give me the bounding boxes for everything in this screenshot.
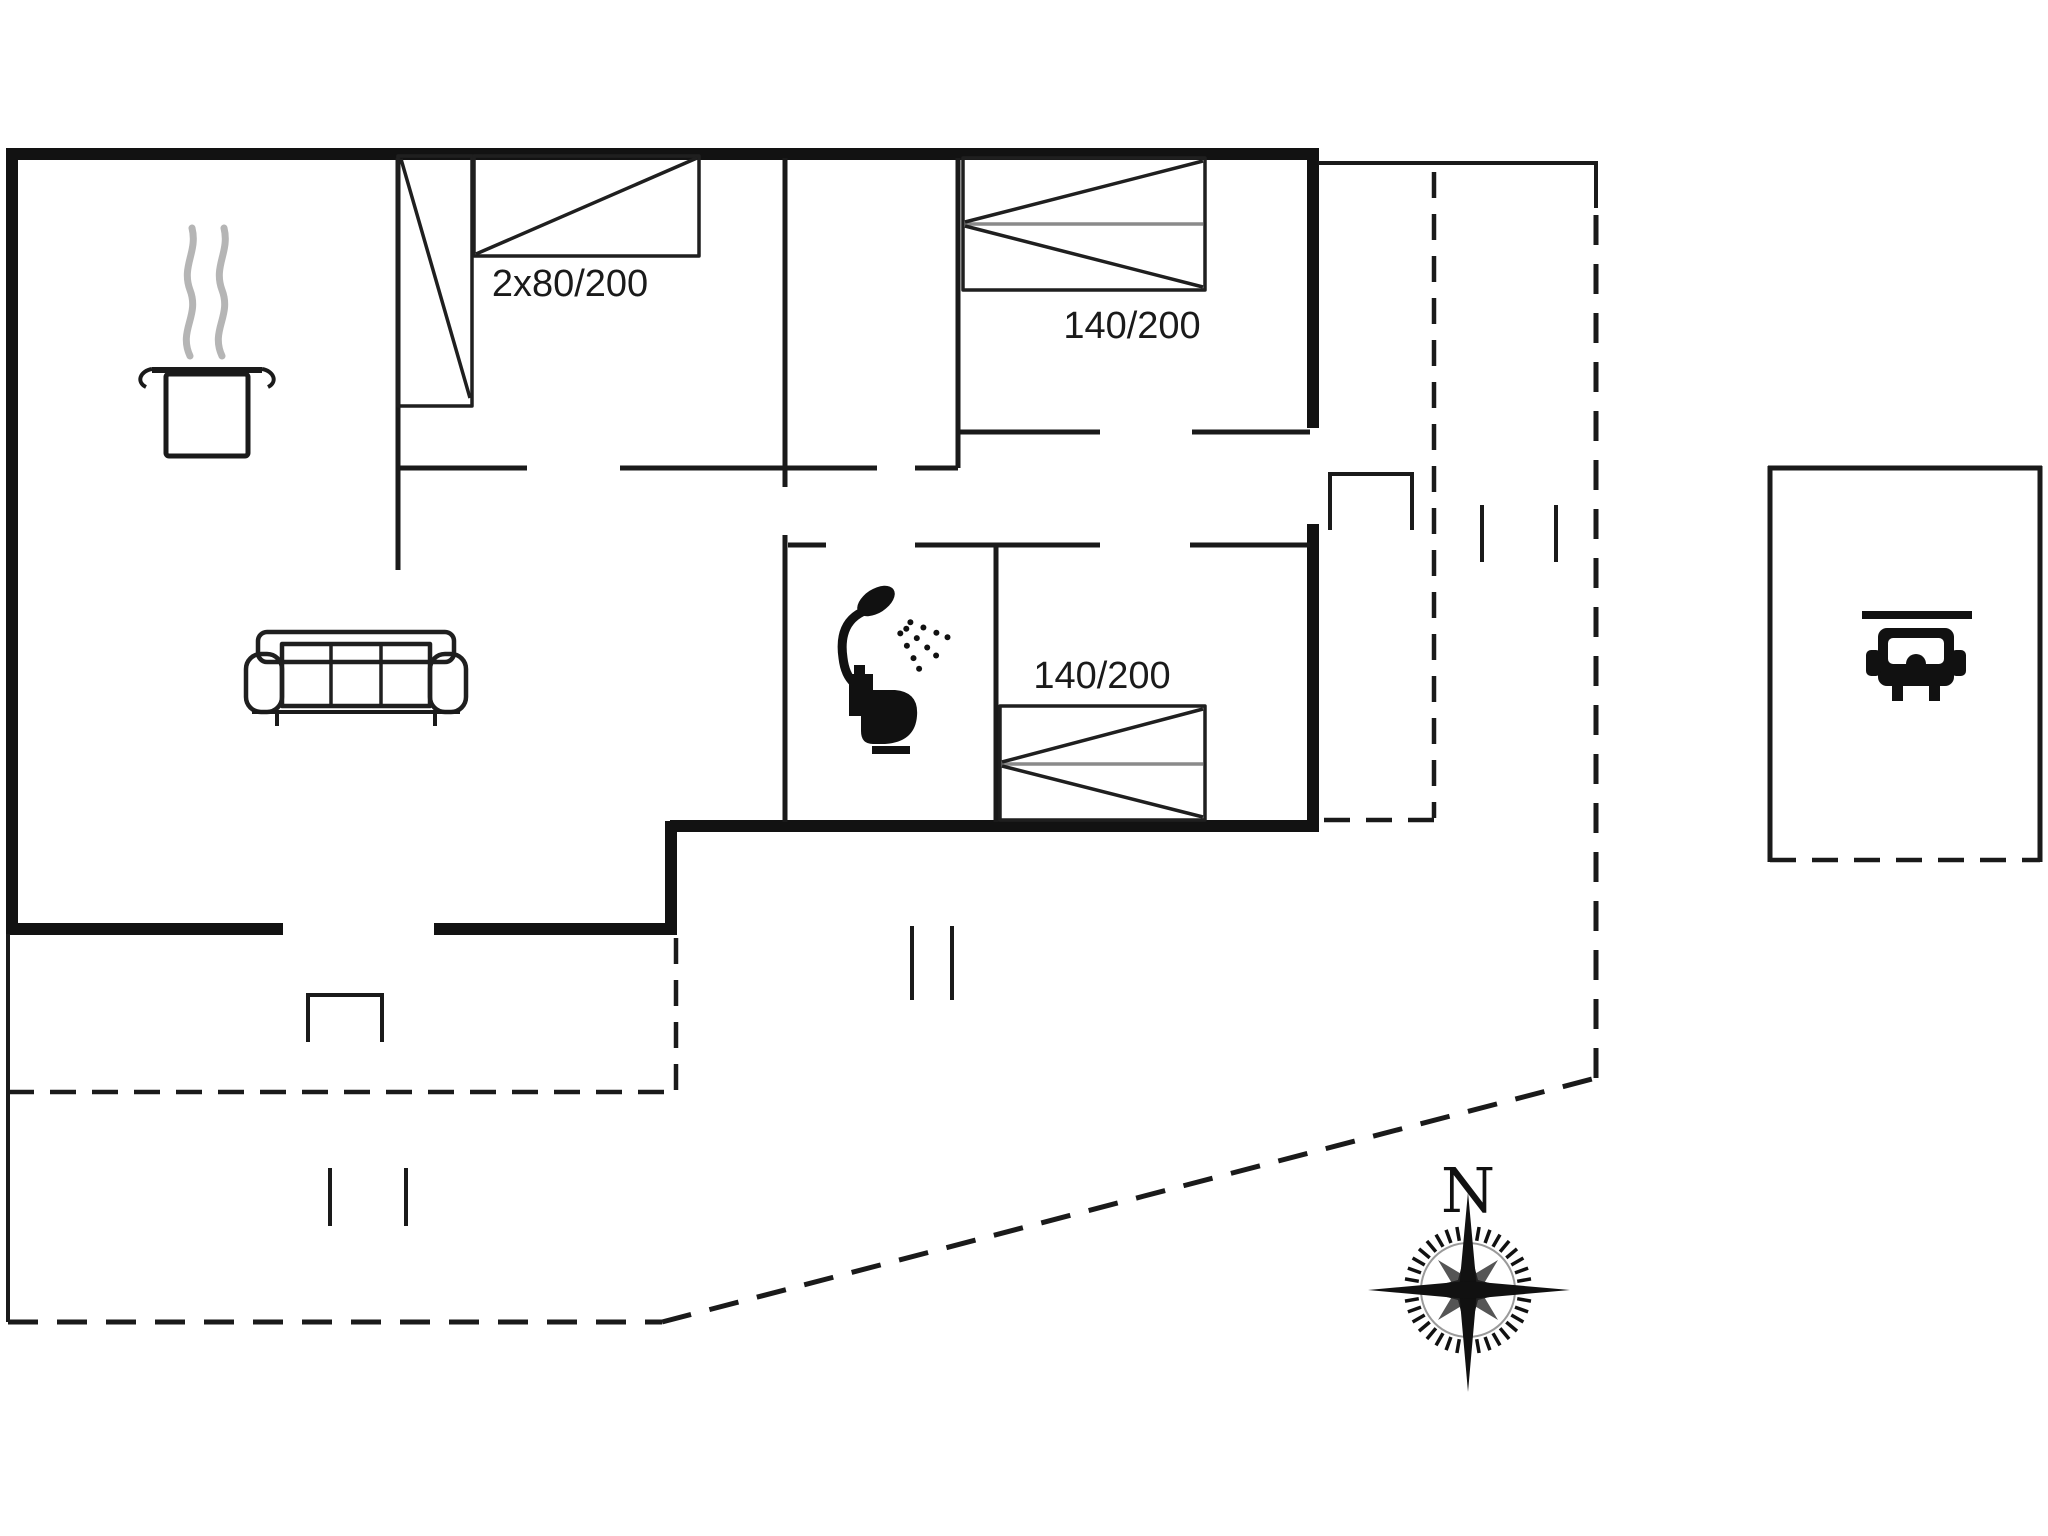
cooking-pot-icon: [138, 367, 276, 459]
carport: [1767, 465, 2043, 863]
sofa-icon: [243, 629, 469, 726]
car-icon: [1862, 611, 1972, 701]
outer-walls: [6, 148, 1319, 935]
bed-size-label: 140/200: [1063, 305, 1200, 347]
toilet-icon: [849, 665, 918, 754]
living-room: [243, 629, 469, 726]
shower-spray-dots: [897, 619, 951, 672]
entrance-step-south: [306, 993, 384, 1042]
bathroom: [837, 585, 951, 754]
bedroom-1: 2x80/200: [396, 154, 701, 408]
compass-needle-ew: [1368, 1281, 1570, 1299]
bed-icon: [998, 704, 1207, 822]
wardrobe-icon: [396, 154, 474, 408]
terrace-and-site-boundary: [6, 161, 1599, 1325]
steam-icon: [182, 224, 229, 360]
site-boundary-diagonal: [661, 1075, 1597, 1325]
bed-size-label: 2x80/200: [492, 263, 648, 305]
entrance-step-east: [1328, 472, 1414, 530]
bedroom-3: 140/200: [961, 156, 1207, 347]
compass-rose-icon: N: [1368, 1154, 1570, 1392]
kitchen: [138, 224, 276, 459]
double-bed-icon: [472, 154, 701, 258]
bed-icon: [961, 156, 1207, 292]
bedroom-2: 140/200: [998, 655, 1207, 822]
bed-size-label: 140/200: [1033, 655, 1170, 697]
